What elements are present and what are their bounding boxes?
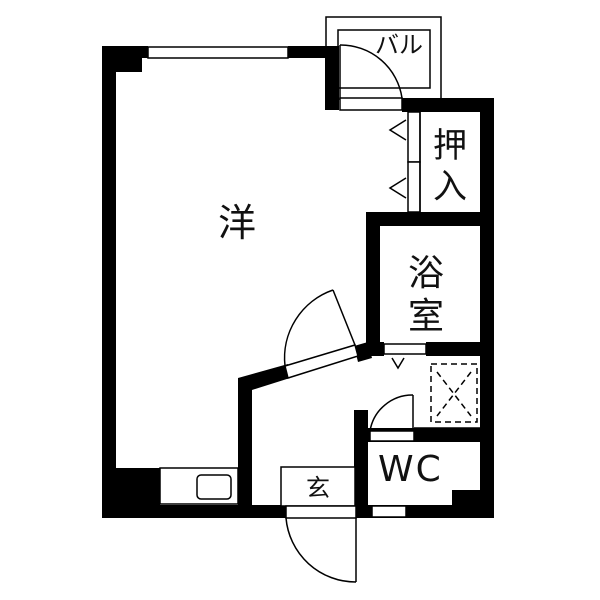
angled-walls — [238, 342, 372, 390]
western-room-door — [283, 289, 359, 379]
room-label-balcony: バル — [375, 31, 423, 59]
entrance — [280, 466, 357, 583]
room-label-closet: 押入 — [433, 126, 467, 207]
closet-doors — [388, 111, 421, 213]
top-window — [147, 46, 289, 59]
room-label-entrance: 玄 — [306, 474, 330, 502]
kitchen-counter — [159, 467, 239, 505]
wc-door — [369, 394, 480, 442]
room-label-bathroom: 浴室 — [407, 253, 444, 338]
bathroom-door — [383, 343, 427, 370]
balcony — [325, 16, 442, 111]
room-label-western: 洋 — [218, 201, 257, 245]
washer-space — [430, 363, 478, 423]
wc-window — [371, 505, 407, 518]
room-label-toilet: WC — [378, 449, 443, 490]
